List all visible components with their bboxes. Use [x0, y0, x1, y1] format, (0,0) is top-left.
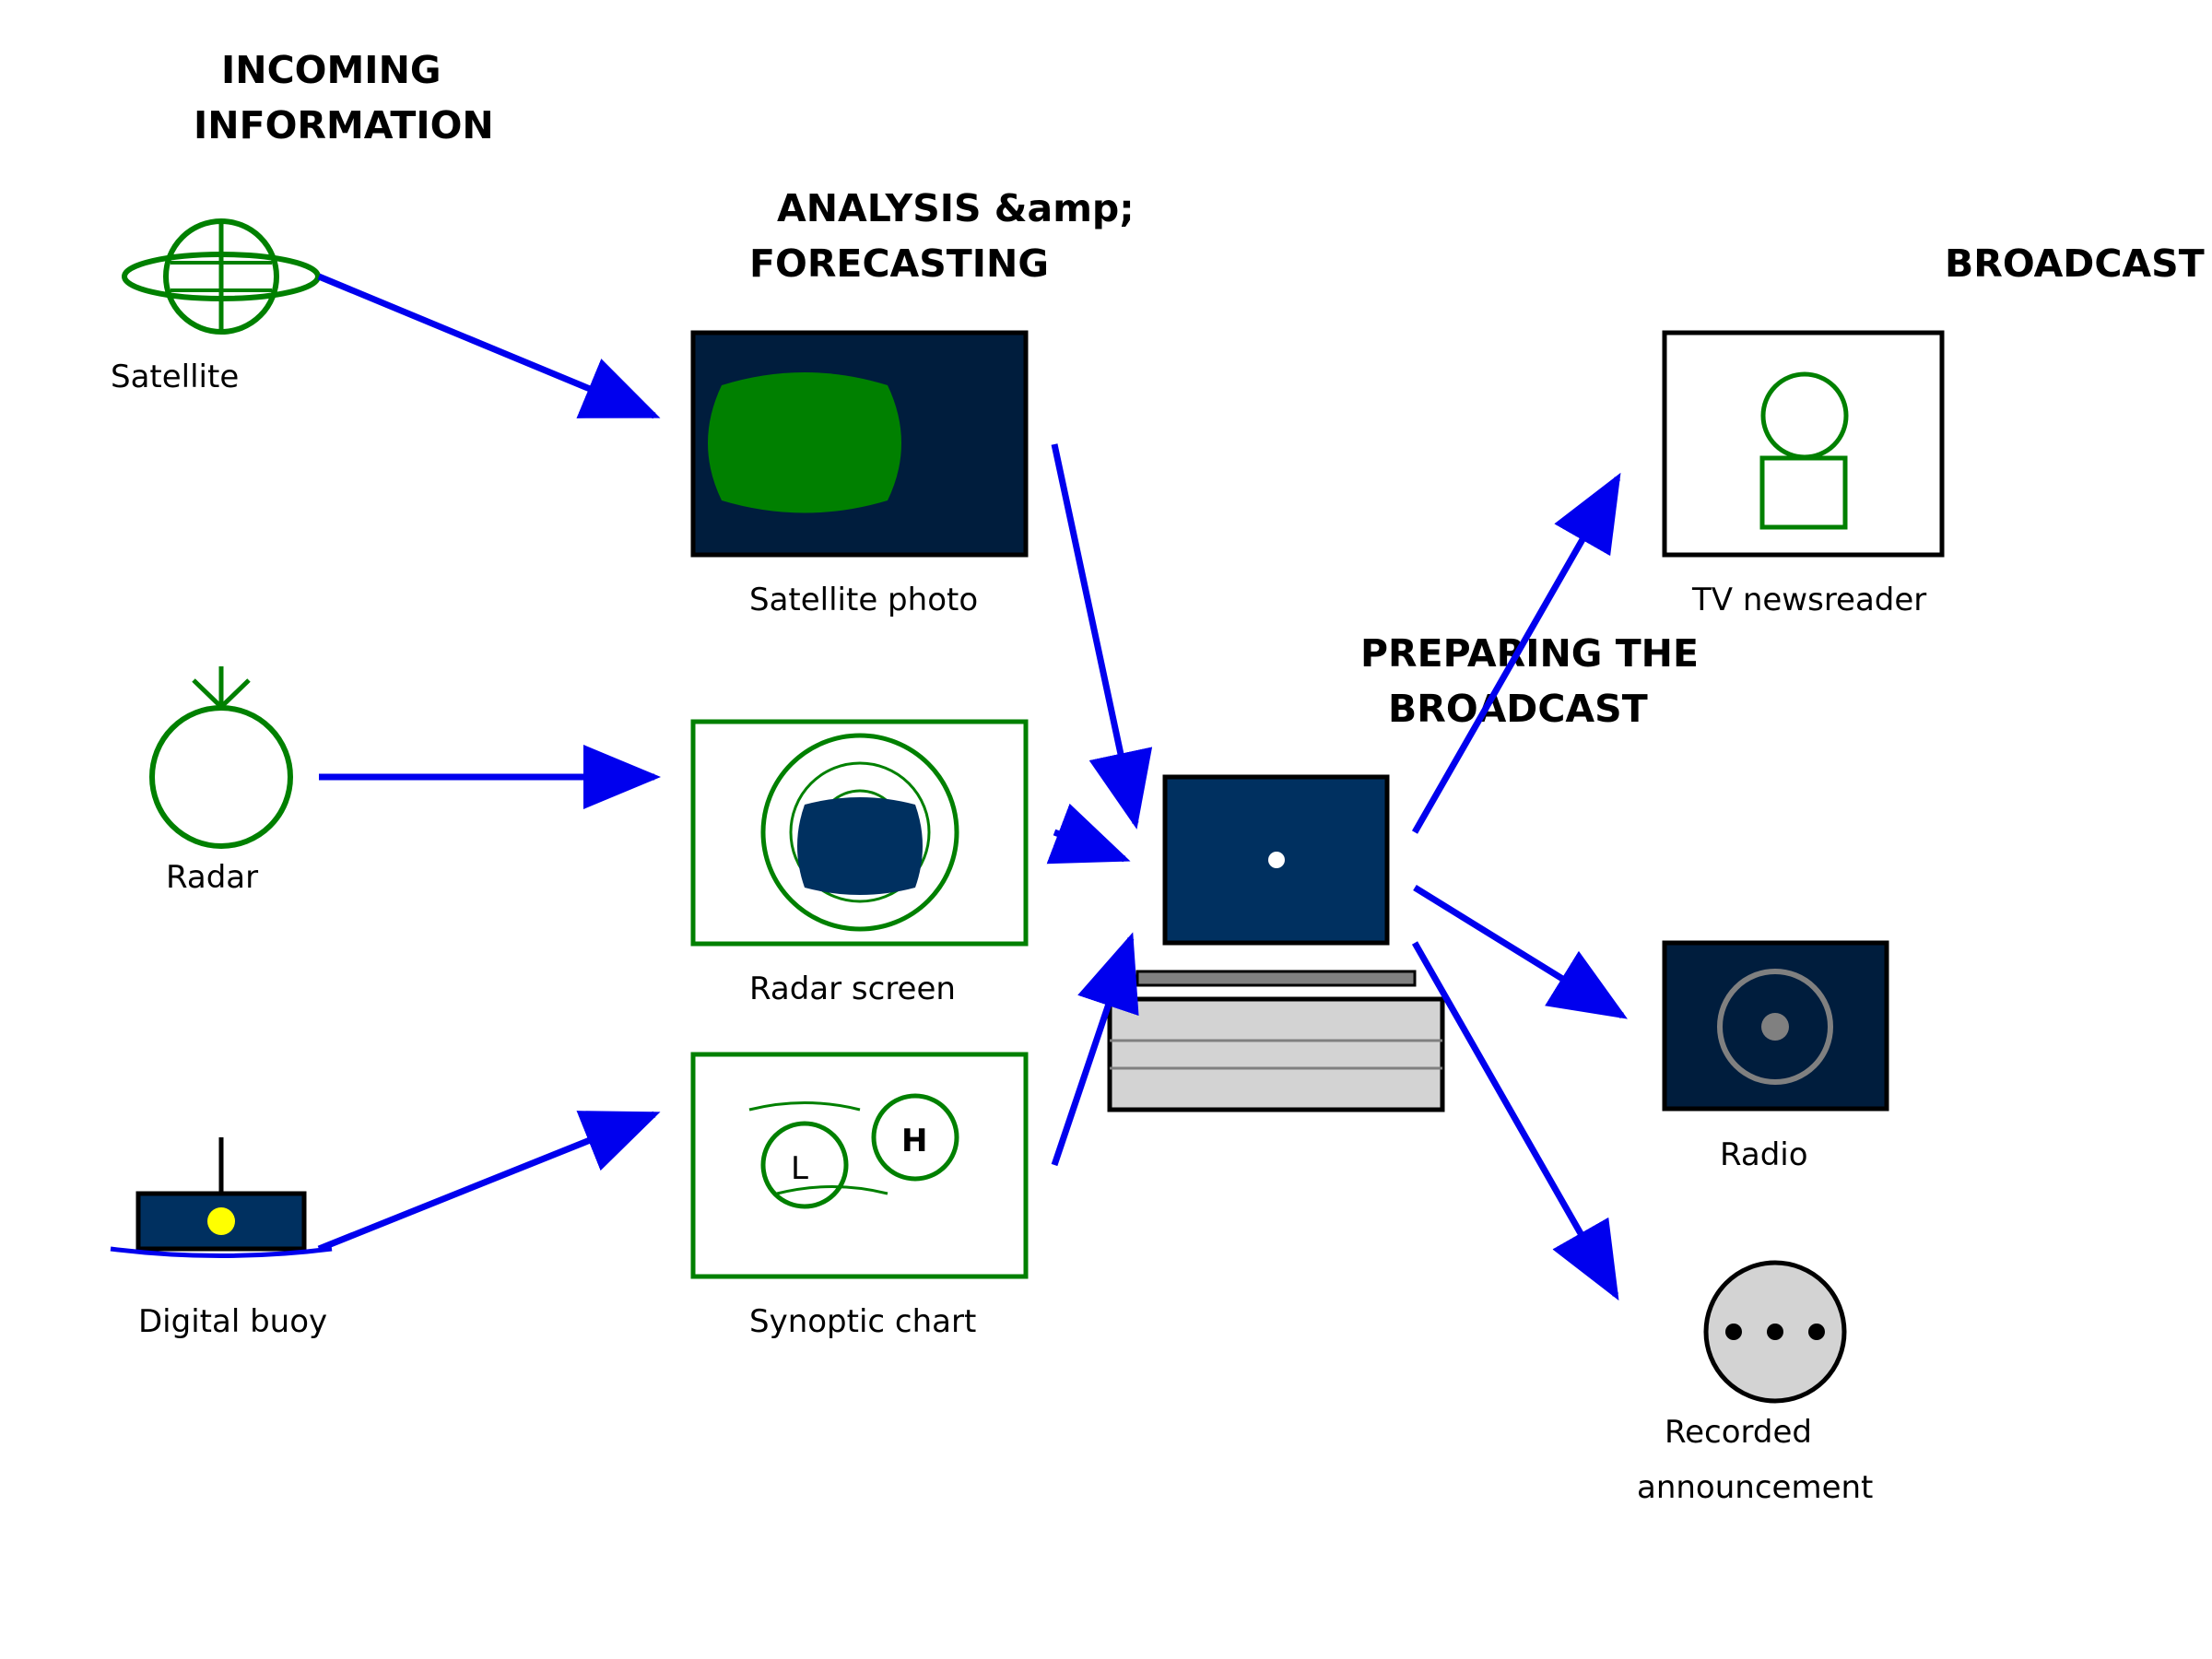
satellite-label: Satellite	[111, 359, 239, 395]
digital-buoy-label: Digital buoy	[138, 1303, 327, 1340]
heading-incoming-line1: INCOMING	[221, 48, 441, 92]
satellite-photo-panel	[690, 330, 1029, 558]
radar-label: Radar	[166, 859, 258, 896]
tv-newsreader-label: TV newsreader	[1691, 582, 1926, 618]
arrow-computer-to-radio	[1413, 885, 1628, 1019]
radar-screen-label: Radar screen	[749, 971, 956, 1007]
recorded-announcement-icon	[1703, 1260, 1847, 1404]
arrow-computer-to-recorded	[1411, 941, 1619, 1301]
low-pressure-letter: L	[791, 1150, 808, 1187]
radar-screen-panel	[690, 719, 1029, 947]
synoptic-chart-panel	[690, 1052, 1029, 1279]
heading-preparing-line2: BROADCAST	[1388, 687, 1648, 731]
arrow-satellite-to-photo	[317, 273, 661, 419]
tv-newsreader-icon	[1662, 330, 1945, 558]
radar-icon	[149, 666, 293, 849]
flow-arrows	[317, 273, 1628, 1301]
heading-analysis-line1: ANALYSIS &amp;	[777, 186, 1135, 230]
recorded-announcement-label-line2: announcement	[1637, 1469, 1873, 1506]
computer-icon	[1107, 774, 1445, 1112]
arrow-buoy-to-chart	[317, 1111, 661, 1253]
arrow-photo-to-computer	[1051, 443, 1153, 830]
arrow-screen-to-computer	[1046, 803, 1131, 865]
arrow-chart-to-computer	[1051, 932, 1139, 1167]
satellite-icon	[122, 218, 321, 335]
radio-icon	[1662, 940, 1889, 1112]
heading-analysis-line2: FORECASTING	[749, 241, 1049, 286]
synoptic-chart-label: Synoptic chart	[749, 1303, 976, 1340]
high-pressure-marker	[871, 1093, 959, 1182]
satellite-photo-label: Satellite photo	[749, 582, 978, 618]
arrow-computer-to-tv	[1411, 472, 1621, 834]
heading-incoming-line2: INFORMATION	[194, 103, 494, 147]
high-pressure-letter: H	[901, 1123, 927, 1159]
radio-label: Radio	[1720, 1136, 1808, 1173]
low-pressure-marker	[760, 1121, 849, 1209]
heading-preparing-line1: PREPARING THE	[1360, 631, 1699, 676]
digital-buoy-icon	[110, 1137, 333, 1258]
recorded-announcement-label-line1: Recorded	[1665, 1414, 1812, 1451]
heading-broadcast: BROADCAST	[1945, 241, 2205, 286]
